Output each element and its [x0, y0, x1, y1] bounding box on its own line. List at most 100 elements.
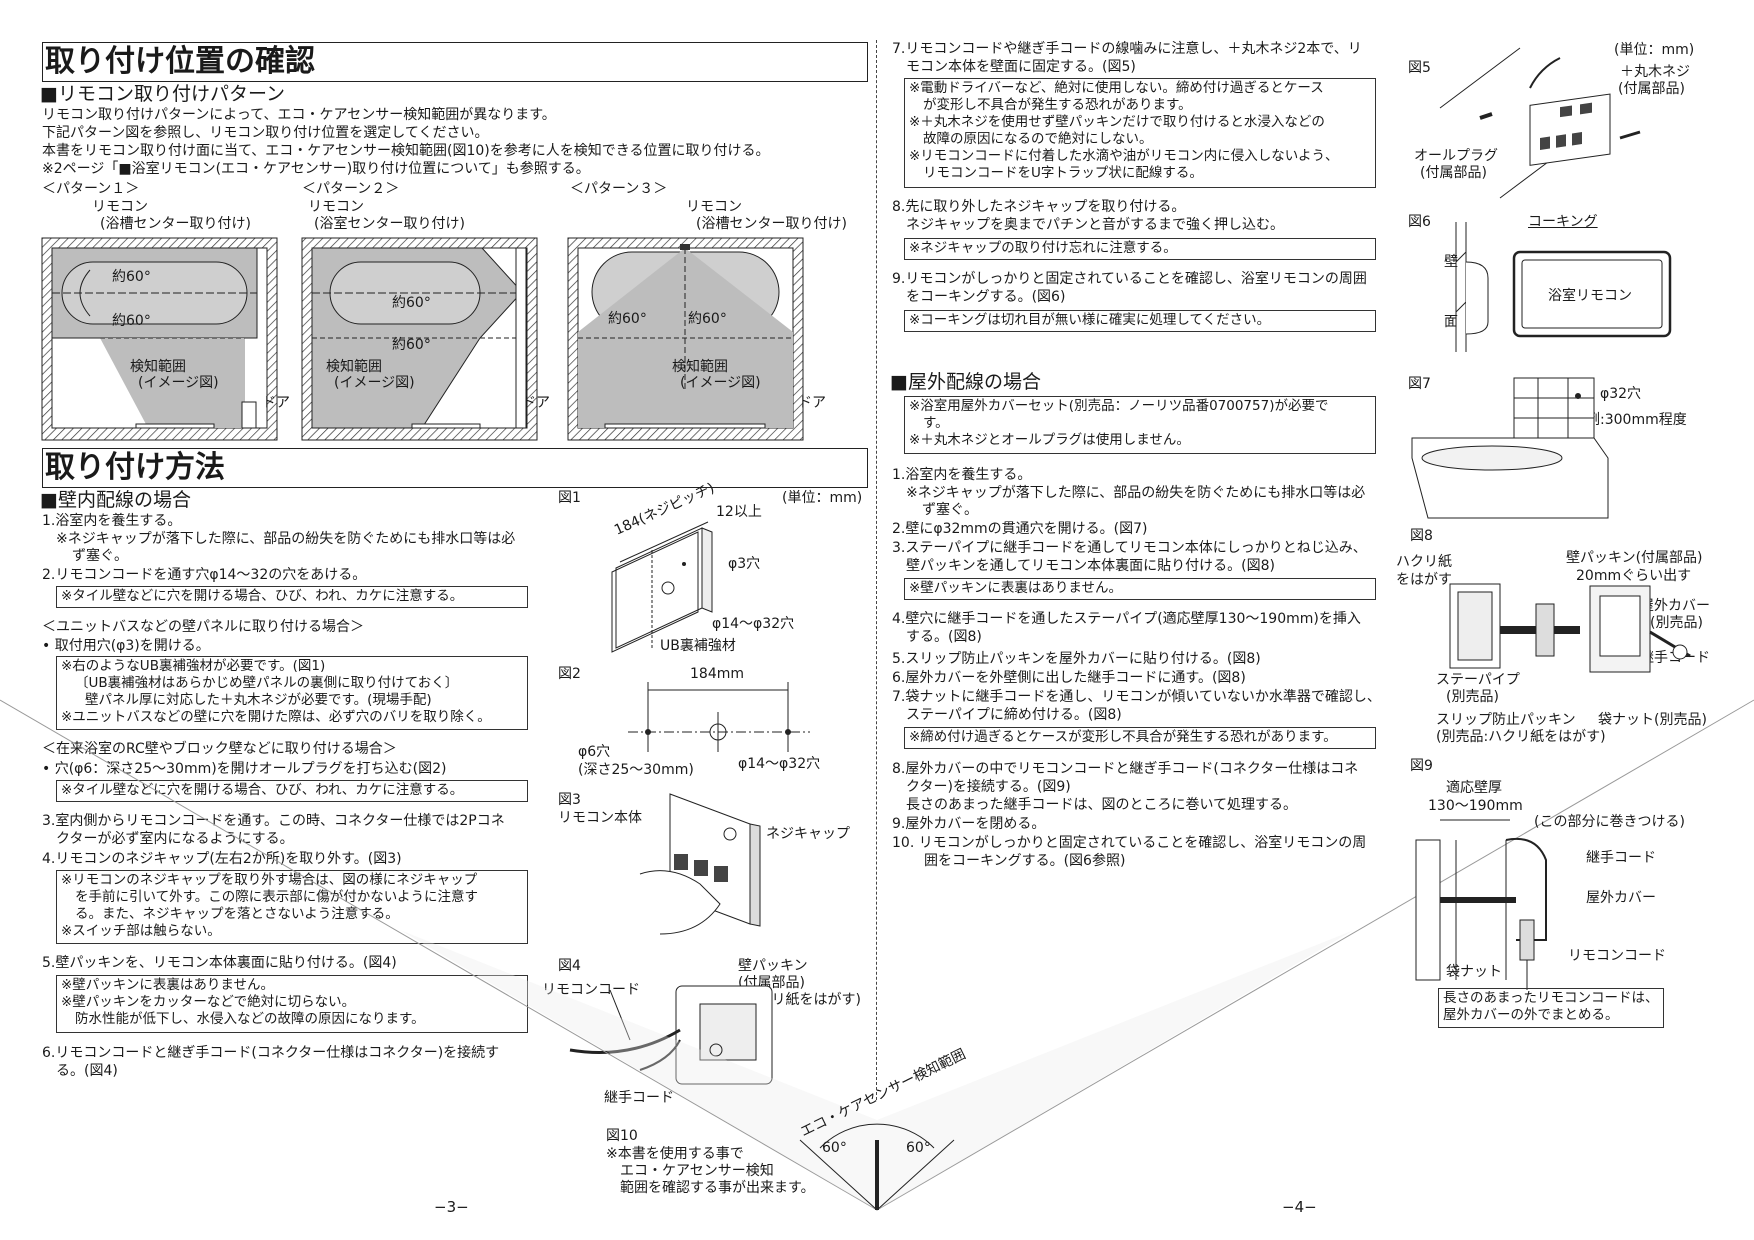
- fig10-label: 図10: [606, 1128, 638, 1144]
- section-title-method: 取り付け方法: [42, 448, 868, 488]
- fig9-wall2: 130〜190mm: [1428, 798, 1523, 814]
- fig8-label: 図8: [1410, 528, 1433, 544]
- fig6-drawing: [1455, 222, 1672, 352]
- fig3-drawing: [639, 793, 761, 935]
- fig6-label: 図6: [1408, 214, 1431, 230]
- fig6-caulk: コーキング: [1528, 214, 1598, 230]
- r-step-8-box: ※ネジキャップの取り付け忘れに注意する。: [904, 238, 1376, 260]
- fig9-remo: リモコンコード: [1568, 948, 1666, 964]
- fig5-plug2: (付属部品): [1420, 165, 1487, 181]
- fig9-wall1: 適応壁厚: [1446, 780, 1502, 796]
- fig6-wall2: 面: [1444, 314, 1458, 330]
- r-o5: 5.スリップ防止パッキンを屋外カバーに貼り付ける。(図8): [892, 651, 1261, 667]
- fig7-drawing: [1411, 377, 1609, 519]
- fig2-depth: (深さ25〜30mm): [578, 762, 694, 778]
- fig8-cover1: 屋外カバー: [1640, 598, 1710, 614]
- fig4-pack1: 壁パッキン: [738, 958, 808, 974]
- fig2-phi14: φ14〜φ32穴: [738, 756, 821, 772]
- fig1-drawing: [611, 521, 713, 653]
- r-o3-box: ※壁パッキンに表裏はありません。: [904, 578, 1376, 600]
- page-number-4: −4−: [1282, 1198, 1317, 1216]
- fig9-cover: 屋外カバー: [1586, 890, 1656, 906]
- fig9-note-box: 長さのあまったリモコンコードは、 屋外カバーの外でまとめる。: [1438, 988, 1664, 1028]
- p1-detect: 検知範囲: [130, 359, 186, 375]
- fig8-stay1: ステーパイプ: [1436, 672, 1520, 688]
- fig1-phi3: φ3穴: [728, 556, 761, 572]
- fig1-ub: UB裏補強材: [660, 638, 736, 654]
- r-o1-note-b: ず塞ぐ。: [922, 502, 978, 518]
- fig3-body: リモコン本体: [558, 810, 642, 826]
- p1-image: (イメージ図): [138, 375, 219, 391]
- fig10-note-b: エコ・ケアセンサー検知: [620, 1163, 774, 1179]
- p3-image: (イメージ図): [680, 375, 761, 391]
- r-o7-b: ステーパイプに締め付ける。(図8): [906, 707, 1122, 723]
- fig1-unit: (単位：mm): [782, 490, 863, 506]
- r-step-9-box: ※コーキングは切れ目が無い様に確実に処理してください。: [904, 310, 1376, 332]
- fig8-joint: 継手コード: [1640, 650, 1710, 666]
- fig9-nut: 袋ナット: [1446, 964, 1502, 980]
- r-o4-a: 4.壁穴に継手コードを通したステーパイプ(適応壁厚130〜190mm)を挿入: [892, 611, 1361, 627]
- fig8-nut: 袋ナット(別売品): [1598, 712, 1707, 728]
- fig4-label: 図4: [558, 958, 581, 974]
- step-5: 5.壁パッキンを、リモコン本体裏面に貼り付ける。(図4): [42, 955, 397, 971]
- r-o3-a: 3.ステーパイプに継手コードを通してリモコン本体にしっかりとねじ込み、: [892, 540, 1367, 556]
- fig5-label: 図5: [1408, 60, 1431, 76]
- r-step-8-a: 8.先に取り外したネジキャップを取り付ける。: [892, 199, 1186, 215]
- pattern2-remo: リモコン: [308, 199, 364, 215]
- fig5-plug1: オールプラグ: [1414, 148, 1498, 164]
- fig8-slip2: (別売品:ハクリ紙をはがす): [1436, 729, 1606, 745]
- fig7-phi: φ32穴: [1600, 386, 1642, 402]
- fig3-label: 図3: [558, 792, 581, 808]
- pattern3-remo: リモコン: [686, 199, 742, 215]
- rc-wall-bullet: • 穴(φ6：深さ25〜30mm)を開けオールプラグを打ち込む(図2): [42, 761, 447, 777]
- heading-outdoor: ■屋外配線の場合: [890, 371, 1041, 393]
- r-step-7-b: モコン本体を壁面に固定する。(図5): [906, 59, 1136, 75]
- fig8-cover2: (別売品): [1650, 615, 1703, 631]
- fig1-12: 12以上: [716, 504, 762, 520]
- fan-deg-right: 60°: [906, 1140, 931, 1156]
- fig9-wind: (この部分に巻きつける): [1534, 814, 1685, 830]
- r-o10-a: 10. リモコンがしっかりと固定されていることを確認し、浴室リモコンの周: [892, 835, 1367, 851]
- center-fold-line: [876, 40, 877, 1100]
- fig6-remo: 浴室リモコン: [1548, 288, 1632, 304]
- rc-wall-heading: ＜在来浴室のRC壁やブロック壁などに取り付ける場合＞: [42, 741, 397, 757]
- fig8-stay2: (別売品): [1446, 689, 1499, 705]
- r-unit: (単位：mm): [1614, 42, 1695, 58]
- step-6-a: 6.リモコンコードと継ぎ手コード(コネクター仕様はコネクター)を接続す: [42, 1045, 500, 1061]
- p1-angle-a: 約60°: [112, 269, 151, 285]
- r-step-7-box: ※電動ドライバーなど、絶対に使用しない。締め付け過ぎるとケース が変形し不具合が…: [904, 78, 1376, 188]
- fig1-phi14: φ14〜φ32穴: [712, 616, 795, 632]
- r-o9: 9.屋外カバーを閉める。: [892, 816, 1046, 832]
- step-4: 4.リモコンのネジキャップ(左右2か所)を取り外す。(図3): [42, 851, 402, 867]
- pattern2-label: ＜パターン２＞: [302, 181, 400, 197]
- unit-bath-box: ※右のようなUB裏補強材が必要です。(図1) 〔UB裏補強材はあらかじめ壁パネル…: [56, 656, 528, 730]
- page-number-3: −3−: [434, 1198, 469, 1216]
- p2-image: (イメージ図): [334, 375, 415, 391]
- r-step-7-a: 7.リモコンコードや継ぎ手コードの線噛みに注意し、＋丸木ネジ2本で、リ: [892, 41, 1362, 57]
- unit-bath-bullet: • 取付用穴(φ3)を開ける。: [42, 638, 210, 654]
- fig9-joint: 継手コード: [1586, 850, 1656, 866]
- r-o3-b: 壁パッキンを通してリモコン本体裏面に貼り付ける。(図8): [906, 558, 1275, 574]
- r-outdoor-box: ※浴室用屋外カバーセット(別売品：ノーリツ品番0700757)が必要で す。 ※…: [904, 396, 1376, 454]
- intro-line-3: 本書をリモコン取り付け面に当て、エコ・ケアセンサー検知範囲(図10)を参考に人を…: [42, 143, 770, 159]
- fig5-screw2: (付属部品): [1618, 81, 1685, 97]
- r-o8-c: 長さのあまった継手コードは、図のところに巻いて処理する。: [906, 797, 1298, 813]
- fig8-slip1: スリップ防止パッキン: [1436, 712, 1576, 728]
- fig8-pack2: 20mmぐらい出す: [1576, 568, 1692, 584]
- pattern2-where: (浴室センター取り付け): [314, 216, 465, 232]
- fig4-drawing: [569, 985, 773, 1085]
- tile-note-box-2: ※タイル壁などに穴を開ける場合、ひび、われ、カケに注意する。: [56, 780, 528, 802]
- fig5-drawing: [1439, 47, 1641, 199]
- step-3-a: 3.室内側からリモコンコードを通す。この時、コネクター仕様では2Pコネ: [42, 813, 505, 829]
- r-step-9-a: 9.リモコンがしっかりと固定されていることを確認し、浴室リモコンの周囲: [892, 271, 1367, 287]
- fig1-label: 図1: [558, 490, 581, 506]
- fig10-note-c: 範囲を確認する事が出来ます。: [620, 1180, 815, 1196]
- r-step-8-b: ネジキャップを奥までパチンと音がするまで強く押し込む。: [906, 217, 1284, 233]
- tile-note-box-1: ※タイル壁などに穴を開ける場合、ひび、われ、カケに注意する。: [56, 586, 528, 608]
- fig8-peel2: をはがす: [1396, 572, 1452, 588]
- unit-bath-heading: ＜ユニットバスなどの壁パネルに取り付ける場合＞: [42, 619, 364, 635]
- fig6-wall1: 壁: [1444, 254, 1458, 270]
- pattern1-label: ＜パターン１＞: [42, 181, 140, 197]
- fig7-ex: 例:300mm程度: [1586, 412, 1687, 428]
- p2-detect: 検知範囲: [326, 359, 382, 375]
